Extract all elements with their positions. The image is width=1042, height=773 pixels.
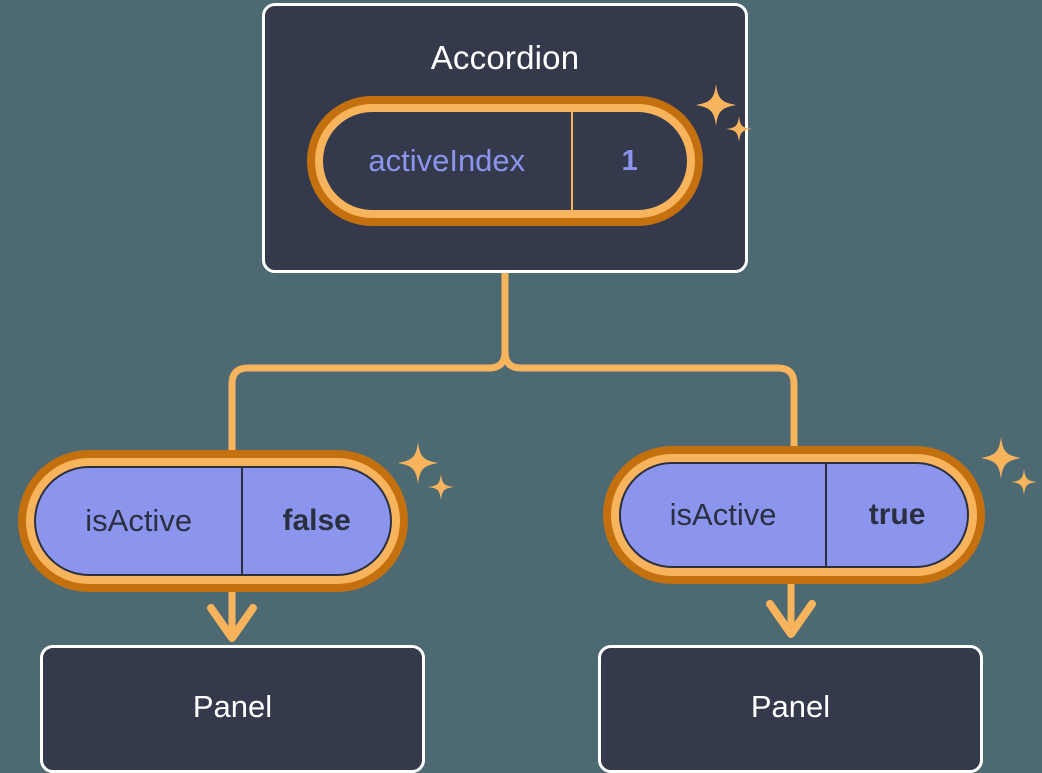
pill-inner-ring: isActive true: [611, 454, 977, 576]
pill-inner-ring: isActive false: [26, 458, 400, 584]
state-pill-is-active-false[interactable]: isActive false: [18, 450, 408, 592]
sparkle-four-point-large-icon: [981, 437, 1021, 479]
pill-inner-ring: activeIndex 1: [315, 104, 695, 218]
prop-value-label: true: [825, 464, 967, 566]
pill-core: activeIndex 1: [323, 112, 687, 210]
branch-connector-right-icon: [501, 269, 798, 454]
panel-component-box-right[interactable]: Panel: [598, 645, 983, 773]
prop-key-label: isActive: [669, 497, 777, 532]
state-pill-active-index[interactable]: activeIndex 1: [307, 96, 703, 226]
pill-core: isActive true: [619, 462, 969, 568]
panel-title-right: Panel: [750, 689, 831, 724]
pill-outer-ring: activeIndex 1: [307, 96, 703, 226]
state-key-label: activeIndex: [368, 143, 526, 178]
panel-component-box-left[interactable]: Panel: [40, 645, 425, 773]
prop-key-label: isActive: [85, 503, 193, 538]
branch-connector-icon: [228, 269, 509, 456]
state-value-label: 1: [570, 112, 687, 210]
arrow-down-icon: [207, 586, 257, 642]
pill-core: isActive false: [34, 466, 392, 576]
page-title: Accordion: [430, 39, 580, 76]
panel-title-left: Panel: [192, 689, 273, 724]
arrow-down-icon-right: [766, 580, 816, 638]
pill-outer-ring: isActive true: [603, 446, 985, 584]
sparkle-four-point-small-icon: [1011, 469, 1037, 495]
prop-value-label: false: [241, 468, 390, 574]
sparkle-group-right: [981, 437, 1037, 495]
sparkle-four-point-small-icon: [428, 474, 454, 500]
state-pill-is-active-true[interactable]: isActive true: [603, 446, 985, 584]
pill-outer-ring: isActive false: [18, 450, 408, 592]
